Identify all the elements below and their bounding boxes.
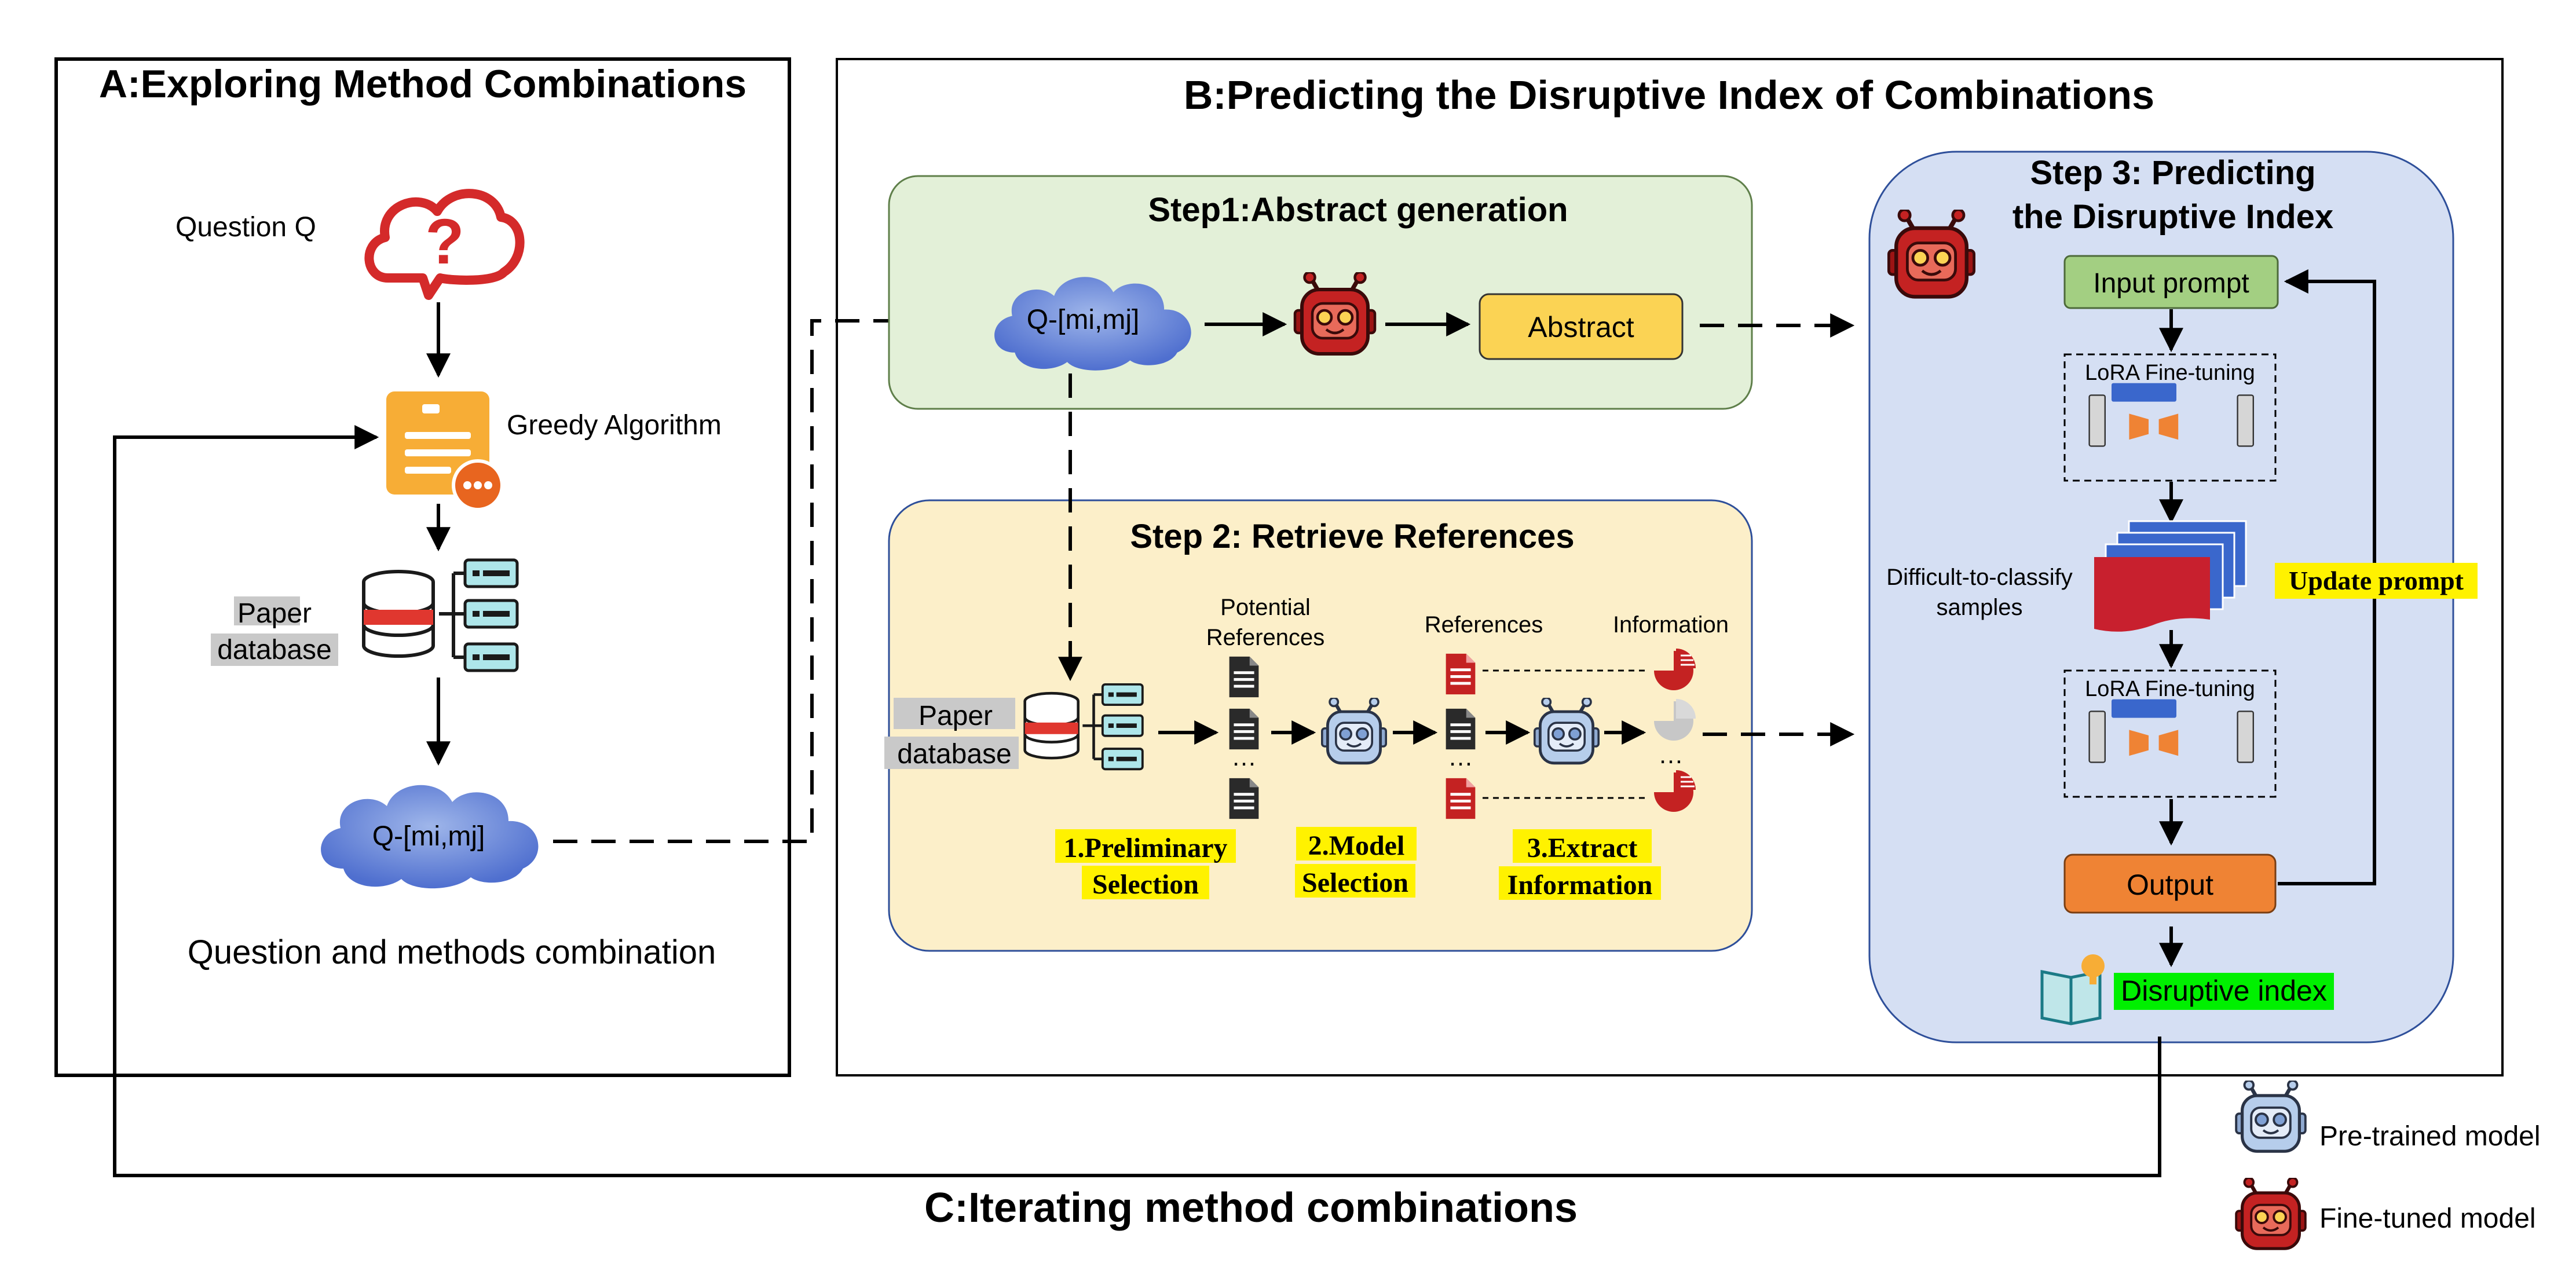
panel-c-title: C:Iterating method combinations — [924, 1185, 1578, 1231]
step3-title-2: the Disruptive Index — [2012, 198, 2333, 236]
output-label: Output — [2127, 869, 2213, 901]
panel-a-caption: Question and methods combination — [188, 933, 716, 971]
legend-finetuned-robot-icon — [2236, 1178, 2306, 1248]
paper-db-label-2: database — [217, 635, 332, 665]
lora2-label: LoRA Fine-tuning — [2085, 677, 2255, 701]
step2-paper-db-label-1: Paper — [919, 701, 993, 731]
paper-db-highlight-1 — [234, 596, 300, 625]
information-label: Information — [1613, 612, 1729, 638]
step3-title-1: Step 3: Predicting — [2030, 154, 2315, 192]
lora1-box — [2063, 353, 2277, 482]
greedy-document-icon — [386, 391, 504, 511]
question-label: Question Q — [175, 212, 316, 243]
panel-a-frame — [54, 57, 791, 1077]
potential-label-2: References — [1206, 625, 1325, 650]
input-prompt-box — [2063, 255, 2279, 309]
greedy-label: Greedy Algorithm — [507, 410, 722, 441]
references-label: References — [1425, 612, 1543, 638]
sel2-label-1: 2.Model — [1308, 830, 1405, 861]
paper-db-highlight-2 — [211, 633, 338, 666]
difficult-samples-icon — [2094, 520, 2247, 632]
paper-db-label-1: Paper — [237, 598, 312, 629]
disruptive-index-highlight — [2114, 973, 2334, 1010]
sel1-highlight-2 — [1082, 866, 1209, 899]
panel-b-title: B:Predicting the Disruptive Index of Com… — [1184, 72, 2154, 118]
input-prompt-label: Input prompt — [2093, 268, 2249, 299]
legend-pretrained-robot-icon — [2236, 1081, 2306, 1151]
sel1-highlight-1 — [1055, 829, 1236, 863]
potential-ellipsis: … — [1231, 743, 1257, 771]
legend-pretrained-label: Pre-trained model — [2319, 1121, 2541, 1152]
sel2-highlight-1 — [1296, 827, 1417, 860]
abstract-label: Abstract — [1528, 311, 1634, 343]
sel3-highlight-1 — [1513, 829, 1652, 863]
step2-paper-db-highlight-2 — [884, 737, 1019, 769]
abstract-box — [1479, 293, 1684, 360]
panel-b-frame — [836, 58, 2504, 1076]
potential-label-1: Potential — [1220, 595, 1311, 620]
potential-doc-icon-3 — [1229, 778, 1259, 819]
references-ellipsis: … — [1448, 743, 1473, 771]
panel-a-title: A:Exploring Method Combinations — [99, 62, 747, 106]
step1-title: Step1:Abstract generation — [1148, 191, 1568, 229]
sel3-label-2: Information — [1507, 870, 1653, 900]
question-cloud-icon: ? — [364, 189, 525, 300]
lora2-box — [2063, 669, 2277, 798]
reference-doc-icon-3 — [1446, 778, 1476, 819]
disruptive-index-label: Disruptive index — [2121, 975, 2327, 1007]
difficult-label-2: samples — [1937, 595, 2023, 620]
sel3-highlight-2 — [1499, 866, 1661, 900]
sel2-label-2: Selection — [1302, 867, 1408, 898]
update-prompt-label: Update prompt — [2289, 566, 2464, 595]
output-box — [2063, 854, 2277, 914]
sel2-highlight-2 — [1295, 864, 1415, 898]
svg-text:?: ? — [425, 206, 464, 277]
update-prompt-highlight — [2275, 563, 2478, 599]
step1-cloud-label: Q-[mi,mj] — [1027, 305, 1140, 335]
step2-paper-db-highlight-1 — [894, 698, 1015, 729]
iteration-loop-arrow — [113, 425, 2161, 1177]
book-lightbulb-icon — [2040, 954, 2105, 1026]
sel1-label-2: Selection — [1092, 869, 1199, 900]
database-icon — [364, 560, 517, 671]
reference-doc-icon-1 — [1446, 653, 1476, 695]
legend-finetuned-label: Fine-tuned model — [2319, 1203, 2536, 1234]
information-ellipsis: … — [1658, 741, 1684, 769]
step2-paper-db-label-2: database — [897, 739, 1012, 770]
difficult-label-1: Difficult-to-classify — [1886, 565, 2073, 590]
potential-doc-icon-1 — [1229, 656, 1259, 698]
lora1-label: LoRA Fine-tuning — [2085, 361, 2255, 385]
sel1-label-1: 1.Preliminary — [1063, 833, 1227, 863]
sel3-label-1: 3.Extract — [1527, 833, 1638, 863]
step2-title: Step 2: Retrieve References — [1130, 518, 1574, 555]
panel-a-cloud-label: Q-[mi,mj] — [372, 821, 485, 852]
